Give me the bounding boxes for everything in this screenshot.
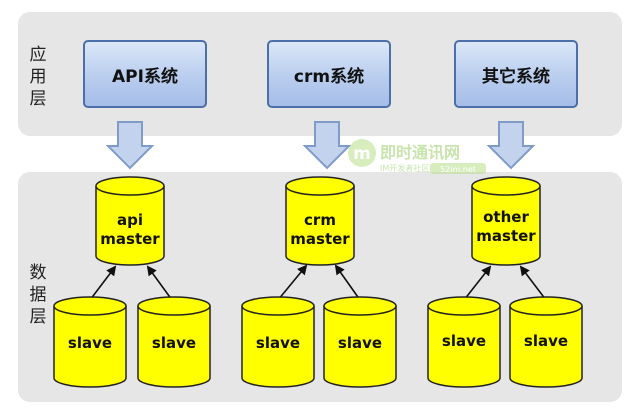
- db-label: slave: [152, 334, 196, 352]
- db-label: slave: [68, 334, 112, 352]
- watermark-title: 即时通讯网: [380, 143, 460, 162]
- replication-arrow: [519, 265, 547, 301]
- db-label: crm: [304, 211, 336, 229]
- api-system-box: API系统: [83, 40, 207, 108]
- svg-text:m: m: [353, 144, 371, 164]
- crm-down-arrow: [302, 121, 352, 170]
- db-label: master: [290, 230, 350, 248]
- replication-arrow: [277, 264, 308, 301]
- crm-slave-db-1: slave: [241, 296, 315, 388]
- db-label: slave: [442, 332, 486, 350]
- application-layer-label: 应用层: [29, 45, 47, 109]
- crm-slave-db-2: slave: [323, 296, 397, 388]
- crm-system-box: crm系统: [267, 40, 391, 108]
- replication-arrow: [89, 265, 117, 301]
- watermark-logo: m 即时通讯网 IM开发者社区 52im.net: [348, 139, 486, 174]
- other-system-box: 其它系统: [454, 40, 578, 108]
- other-slave-db-2: slave: [509, 296, 583, 388]
- db-label: api: [117, 211, 143, 229]
- db-label: other: [483, 208, 529, 226]
- watermark-m-icon: [348, 139, 376, 167]
- replication-arrow: [334, 264, 361, 301]
- api-slave-db-2: slave: [137, 296, 211, 388]
- db-label: slave: [524, 332, 568, 350]
- db-label: master: [476, 227, 536, 245]
- replication-arrow: [146, 265, 173, 301]
- data-layer-label: 数据层: [29, 263, 47, 327]
- db-label: slave: [338, 334, 382, 352]
- other-master-db: other master: [471, 176, 541, 266]
- api-down-arrow: [105, 121, 155, 170]
- crm-master-db: crm master: [285, 176, 355, 266]
- other-down-arrow: [486, 121, 536, 170]
- db-label: master: [100, 230, 160, 248]
- api-master-db: api master: [95, 176, 165, 266]
- watermark-domain: 52im.net: [440, 165, 476, 174]
- watermark-subtitle: IM开发者社区: [380, 163, 429, 173]
- other-slave-db-1: slave: [427, 296, 501, 388]
- db-label: slave: [256, 334, 300, 352]
- api-slave-db-1: slave: [53, 296, 127, 388]
- replication-arrow: [463, 265, 492, 301]
